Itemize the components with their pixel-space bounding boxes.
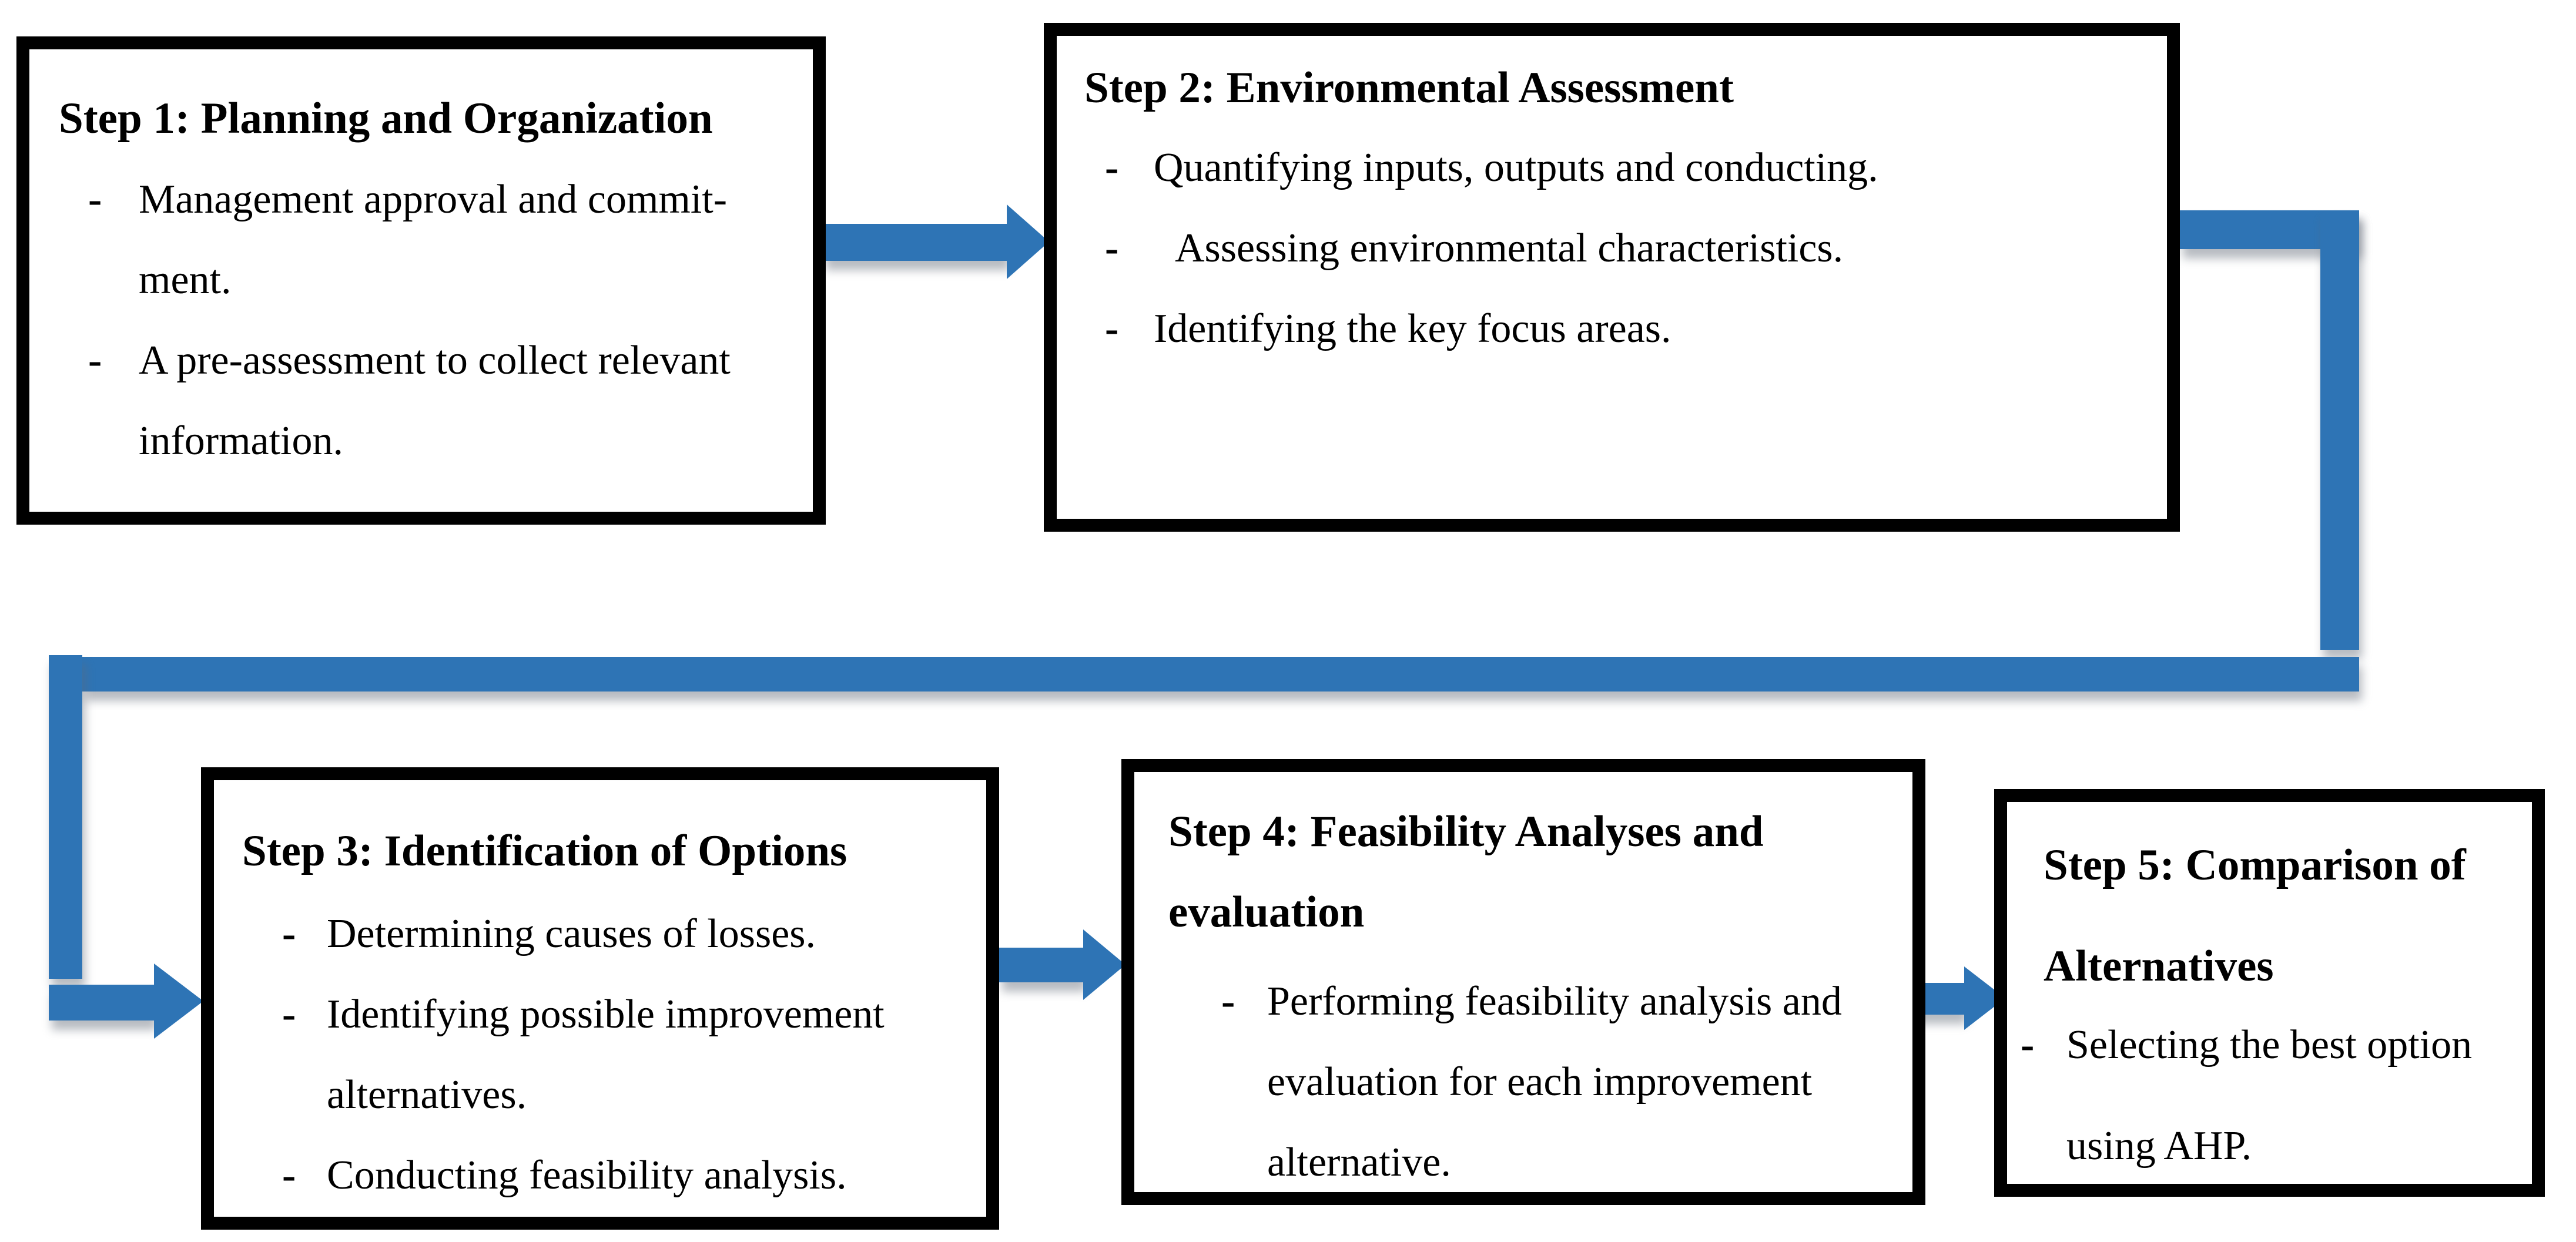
bullet-dash: -	[282, 911, 296, 956]
arrow-into-step3-shaft	[49, 985, 154, 1021]
bullet-line: information.	[139, 418, 343, 464]
bullet-dash: -	[88, 338, 102, 383]
list-item: - A pre-assessment to collect relevant	[88, 320, 731, 401]
list-item-continuation: evaluation for each improvement	[1267, 1042, 1842, 1122]
title-line: Alternatives	[2044, 942, 2274, 991]
bullet-dash: -	[1221, 979, 1235, 1024]
bullet-dash: -	[1105, 226, 1119, 271]
list-item-continuation: alternative.	[1267, 1122, 1842, 1203]
step5-box	[1994, 789, 2545, 1197]
bullet-line: alternatives.	[327, 1072, 527, 1117]
arrow-step1-to-step2-head-icon	[1007, 204, 1049, 279]
step2-box	[1044, 23, 2180, 532]
list-item: - Performing feasibility analysis and	[1221, 961, 1842, 1042]
list-item: - Identifying the key focus areas.	[1105, 288, 1878, 369]
step1-title: Step 1: Planning and Organization	[59, 94, 713, 143]
list-item: - Assessing environmental characteristic…	[1105, 208, 1878, 288]
bullet-line: Identifying possible improvement	[327, 992, 885, 1037]
bullet-dash: -	[1105, 145, 1119, 190]
list-item: - Identifying possible improvement	[282, 974, 885, 1055]
bullet-dash: -	[2021, 1022, 2035, 1068]
step3-bullet-list: - Determining causes of losses. - Identi…	[282, 894, 885, 1216]
step1-bullet-list: - Management approval and commit- ment. …	[88, 159, 731, 481]
bullet-line: evaluation for each improvement	[1267, 1059, 1813, 1105]
step5-title: Step 5: Comparison of Alternatives	[2044, 815, 2466, 1017]
list-item: - Conducting feasibility analysis.	[282, 1135, 885, 1216]
bullet-dash: -	[282, 992, 296, 1037]
arrow-into-step3-head-icon	[154, 964, 203, 1039]
title-line: Step 5: Comparison of	[2044, 841, 2466, 889]
step4-title: Step 4: Feasibility Analyses and evaluat…	[1168, 791, 1764, 952]
list-item: - Selecting the best option	[2021, 995, 2473, 1096]
list-item-continuation: ment.	[139, 240, 731, 320]
bullet-line: Assessing environmental characteristics.	[1175, 226, 1844, 271]
list-item-continuation: information.	[139, 401, 731, 481]
list-item-continuation: alternatives.	[327, 1055, 885, 1135]
bullet-dash: -	[88, 177, 102, 222]
step4-bullet-list: - Performing feasibility analysis and ev…	[1221, 961, 1842, 1203]
arrow-step3-to-step4-head-icon	[1083, 929, 1125, 1000]
bullet-dash: -	[1105, 306, 1119, 351]
elbow-long-horizontal-bar	[82, 657, 2359, 692]
step2-bullet-list: - Quantifying inputs, outputs and conduc…	[1105, 127, 1878, 369]
bullet-line: Conducting feasibility analysis.	[327, 1153, 847, 1198]
step2-title: Step 2: Environmental Assessment	[1084, 63, 1734, 112]
bullet-line: alternative.	[1267, 1140, 1451, 1185]
elbow-left-vertical-bar	[49, 655, 82, 979]
step3-title: Step 3: Identification of Options	[242, 827, 847, 875]
bullet-line: Performing feasibility analysis and	[1267, 979, 1842, 1024]
arrow-step1-to-step2-shaft	[823, 224, 1007, 261]
list-item: - Management approval and commit-	[88, 159, 731, 240]
bullet-line: ment.	[139, 257, 232, 303]
bullet-line: Identifying the key focus areas.	[1154, 306, 1671, 351]
list-item: - Determining causes of losses.	[282, 894, 885, 974]
title-line: evaluation	[1168, 888, 1365, 936]
list-item: - Quantifying inputs, outputs and conduc…	[1105, 127, 1878, 208]
elbow-right-vertical-bar	[2320, 210, 2359, 650]
step1-box	[16, 36, 826, 525]
step4-box	[1121, 759, 1925, 1205]
bullet-line: Quantifying inputs, outputs and conducti…	[1154, 145, 1878, 190]
bullet-line: Selecting the best option	[2066, 1022, 2473, 1068]
bullet-line: using AHP.	[2066, 1123, 2252, 1169]
title-line: Step 4: Feasibility Analyses and	[1168, 807, 1764, 856]
step5-bullet-list: - Selecting the best option using AHP.	[2021, 995, 2473, 1197]
bullet-line: Determining causes of losses.	[327, 911, 816, 956]
arrow-step3-to-step4-shaft	[999, 948, 1083, 982]
bullet-line: Management approval and commit-	[139, 177, 728, 222]
bullet-dash: -	[282, 1153, 296, 1198]
list-item-continuation: using AHP.	[2066, 1096, 2472, 1197]
step3-box	[201, 767, 999, 1230]
bullet-line: A pre-assessment to collect relevant	[139, 338, 731, 383]
